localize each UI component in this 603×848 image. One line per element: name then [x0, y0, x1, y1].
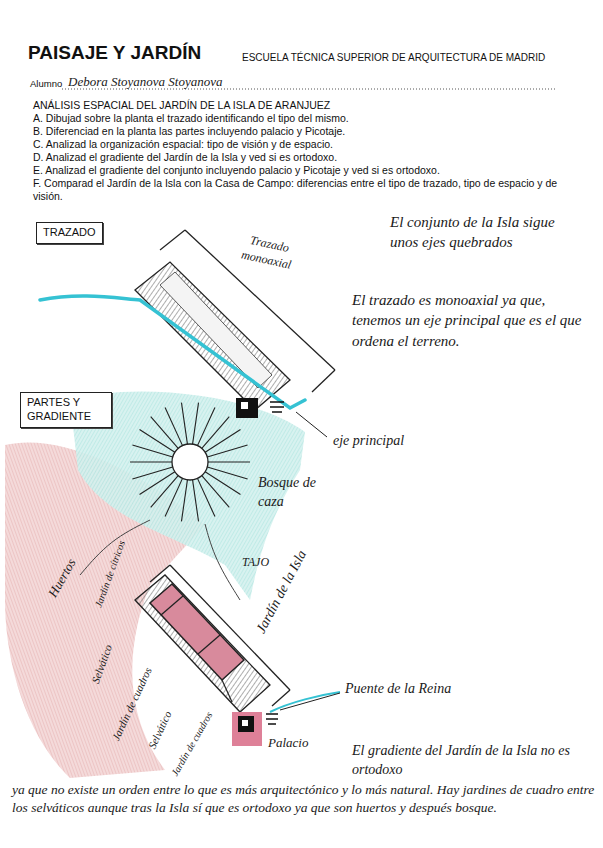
part-label: Jardín de cítricos: [92, 539, 129, 610]
part-label: Bosque de caza: [258, 474, 328, 512]
heading-text: PARTES Y GRADIENTE: [27, 396, 105, 424]
star-ray: [165, 478, 182, 516]
field-label: Alumno: [30, 78, 62, 90]
part-label: Jardín de cuadros: [109, 665, 156, 743]
star-ray: [165, 407, 182, 445]
star-ray: [208, 461, 250, 462]
river-label: TAJO: [242, 554, 269, 570]
star-ray: [193, 403, 199, 445]
star-ray: [197, 478, 214, 516]
exercise-heading: ANÁLISIS ESPACIAL DEL JARDÍN DE LA ISLA …: [33, 99, 330, 112]
part-label: Selvático: [145, 709, 175, 752]
heading-box: TRAZADO: [36, 222, 103, 244]
star-ray: [202, 476, 230, 508]
part-label: Huertos: [44, 555, 80, 600]
radial-road: [205, 524, 240, 600]
star-ray: [197, 407, 214, 445]
star-ray: [151, 476, 179, 508]
star-ray: [130, 461, 172, 462]
star-ray: [202, 417, 230, 449]
answer-text: ya que no existe un orden entre lo que e…: [12, 781, 597, 817]
star-ray: [205, 472, 240, 495]
task-item: F. Comparad el Jardín de la Isla con la …: [33, 177, 588, 203]
star-ray: [132, 467, 172, 479]
star-ray: [151, 417, 179, 449]
heading-box: PARTES Y GRADIENTE: [20, 392, 112, 428]
star-ray: [181, 403, 187, 445]
answer-text: El gradiente del Jardín de la Isla no es…: [352, 742, 572, 780]
plan-note: Trazado monoaxial: [230, 229, 305, 275]
side-note: El trazado es monoaxial ya que, tenemos …: [352, 290, 597, 351]
star-ray: [193, 480, 199, 522]
task-item: C. Analizad la organización espacial: ti…: [33, 138, 593, 151]
part-label: Palacio: [268, 734, 308, 752]
side-note: El conjunto de la Isla sigue unos ejes q…: [390, 212, 565, 253]
star-ray: [140, 430, 175, 453]
axis-label: eje principal: [333, 432, 404, 451]
star-ray: [181, 480, 187, 522]
task-item: A. Dibujad sobre la planta el trazado id…: [33, 112, 593, 125]
star-centre: [172, 444, 208, 480]
task-item: E. Analizad el gradiente del conjunto in…: [33, 164, 593, 177]
sheet-title: PAISAJE Y JARDÍN: [28, 42, 201, 64]
part-label: Jardín de cuadros: [168, 709, 216, 778]
part-label: Puente de la Reina: [345, 680, 451, 699]
student-name: Debora Stoyanova Stoyanova: [68, 73, 223, 91]
task-item: D. Analizad el gradiente del Jardín de l…: [33, 151, 593, 164]
heading-text: TRAZADO: [43, 226, 96, 240]
school-name: ESCUELA TÉCNICA SUPERIOR DE ARQUITECTURA…: [242, 52, 545, 65]
task-item: B. Diferenciad en la planta las partes i…: [33, 125, 593, 138]
part-label: Selvático: [88, 643, 116, 686]
star-ray: [207, 445, 247, 457]
